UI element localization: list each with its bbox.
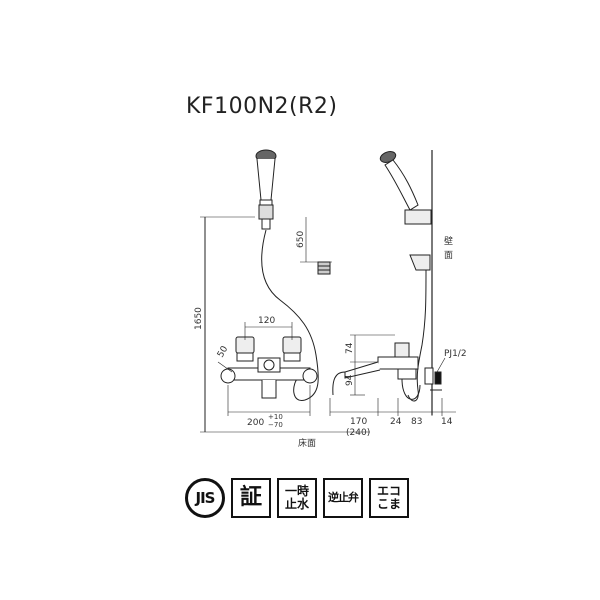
certification-icon: 証 [231,478,271,518]
dim-tol-bottom: −70 [268,421,283,429]
dim-83: 83 [411,417,422,427]
certified-text: 証 [239,485,262,511]
dim-200: 200 [247,418,264,428]
temporary-stop-icon: 一時 止水 [277,478,317,518]
jis-text: JIS [195,489,216,507]
dim-74: 74 [345,342,355,354]
shower-head-icon [255,149,277,211]
jis-mark-icon: JIS [185,478,225,518]
dim-94: 94 [345,374,355,386]
eco-line2: こま [376,497,401,511]
dim-50: 50 [216,344,231,359]
check-valve-icon: 逆止弁 [323,478,363,518]
side-view [329,150,456,416]
hook-detail-icon [317,261,331,275]
faucet-side-icon [332,342,442,400]
floor-label: 床面 [298,437,316,449]
dim-14: 14 [441,417,453,427]
hook-bracket-icon [258,204,274,230]
dim-24: 24 [390,417,402,427]
product-title: KF100N2(R2) [186,94,338,119]
wall-label-1: 壁 [444,235,453,247]
dim-240: (240) [346,428,370,438]
certification-badges: JIS 証 一時 止水 逆止弁 エコ こま [185,478,409,518]
stop-line2: 止水 [284,497,309,511]
shower-hose [261,229,319,401]
pj-label: PJ1/2 [444,349,467,359]
faucet-body-icon [220,336,318,399]
dim-1650: 1650 [194,307,204,330]
check-valve-text: 逆止弁 [328,491,359,505]
shower-hose-side [407,269,427,402]
dim-650: 650 [296,231,306,248]
dim-170: 170 [350,417,367,427]
dim-tol-top: +10 [268,413,283,421]
dim-120: 120 [258,316,275,326]
stop-line1: 一時 [284,484,309,499]
wall-label-2: 面 [444,250,453,261]
front-view [200,149,370,433]
shower-head-side-icon [379,151,432,271]
eco-disc-icon: エコ こま [369,478,409,518]
eco-line1: エコ [376,484,401,499]
